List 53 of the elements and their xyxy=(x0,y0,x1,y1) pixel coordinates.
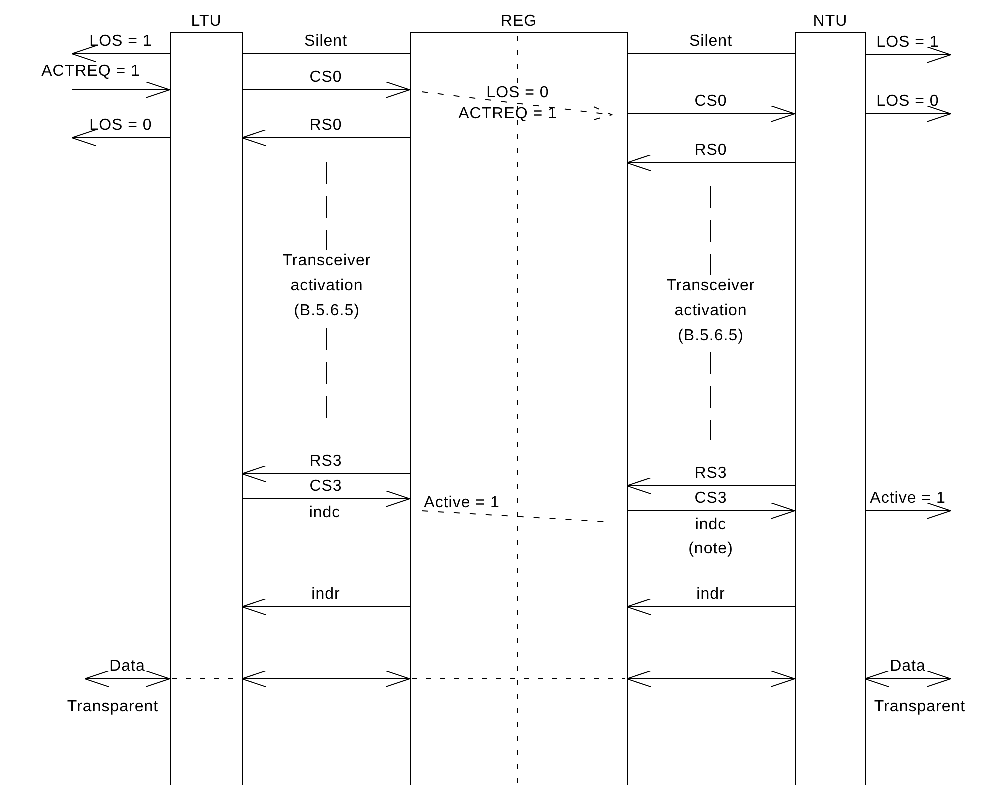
arrow xyxy=(72,82,170,98)
arrow xyxy=(864,670,952,688)
note-text: indc xyxy=(695,516,727,536)
arrow xyxy=(864,46,952,64)
edge-label: RS3 xyxy=(694,465,728,483)
arrow xyxy=(242,670,410,688)
arrow xyxy=(84,670,170,688)
edge-label: CS3 xyxy=(694,490,728,508)
arrow xyxy=(242,466,410,482)
edge-label: ACTREQ = 1 xyxy=(42,63,140,81)
edge-label: LOS = 0 xyxy=(90,117,152,135)
arrow xyxy=(242,598,410,616)
arrow xyxy=(626,670,796,688)
edge-label: Data xyxy=(110,658,146,676)
note-text: (note) xyxy=(688,540,734,560)
note-text: Transparent xyxy=(67,698,159,718)
arrow xyxy=(242,490,410,508)
edge-label: indr xyxy=(696,586,726,604)
edge-label: LOS = 1 xyxy=(90,33,152,51)
arrow xyxy=(242,82,410,98)
arrow xyxy=(626,502,796,520)
arrow xyxy=(864,106,952,122)
arrow xyxy=(626,154,796,172)
lifeline-label: NTU xyxy=(813,12,848,32)
arrow xyxy=(626,478,796,494)
arrow xyxy=(72,46,170,62)
note-text: indc xyxy=(309,504,341,524)
edge-label: Silent xyxy=(689,33,733,51)
note-text: Transceiver activation (B.5.6.5) xyxy=(282,252,372,322)
note-text: Active = 1 xyxy=(424,494,500,514)
lifeline-label: REG xyxy=(500,12,538,32)
arrow xyxy=(242,130,410,146)
note-text: LOS = 0 xyxy=(486,84,550,104)
note-text: Transceiver activation (B.5.6.5) xyxy=(666,276,756,346)
edge-label: CS3 xyxy=(310,478,342,496)
edge-label: RS0 xyxy=(310,117,342,135)
edge-label: RS0 xyxy=(694,142,728,160)
edge-label: Data xyxy=(890,658,926,676)
note-text: Transparent xyxy=(874,698,966,718)
arrow xyxy=(864,502,952,520)
arrow xyxy=(72,130,170,146)
edge-label: CS0 xyxy=(310,69,342,87)
edge-label: LOS = 1 xyxy=(876,34,940,52)
arrow xyxy=(626,106,796,122)
edge-label: RS3 xyxy=(310,453,342,471)
note-text: ACTREQ = 1 xyxy=(458,104,558,124)
edge-label: Silent xyxy=(304,33,348,51)
arrow xyxy=(626,598,796,616)
lifeline-label: LTU xyxy=(191,12,222,32)
edge-label: LOS = 0 xyxy=(876,93,940,111)
edge-label: indr xyxy=(312,586,340,604)
edge-label: Active = 1 xyxy=(870,490,946,508)
edge-label: CS0 xyxy=(694,93,728,111)
